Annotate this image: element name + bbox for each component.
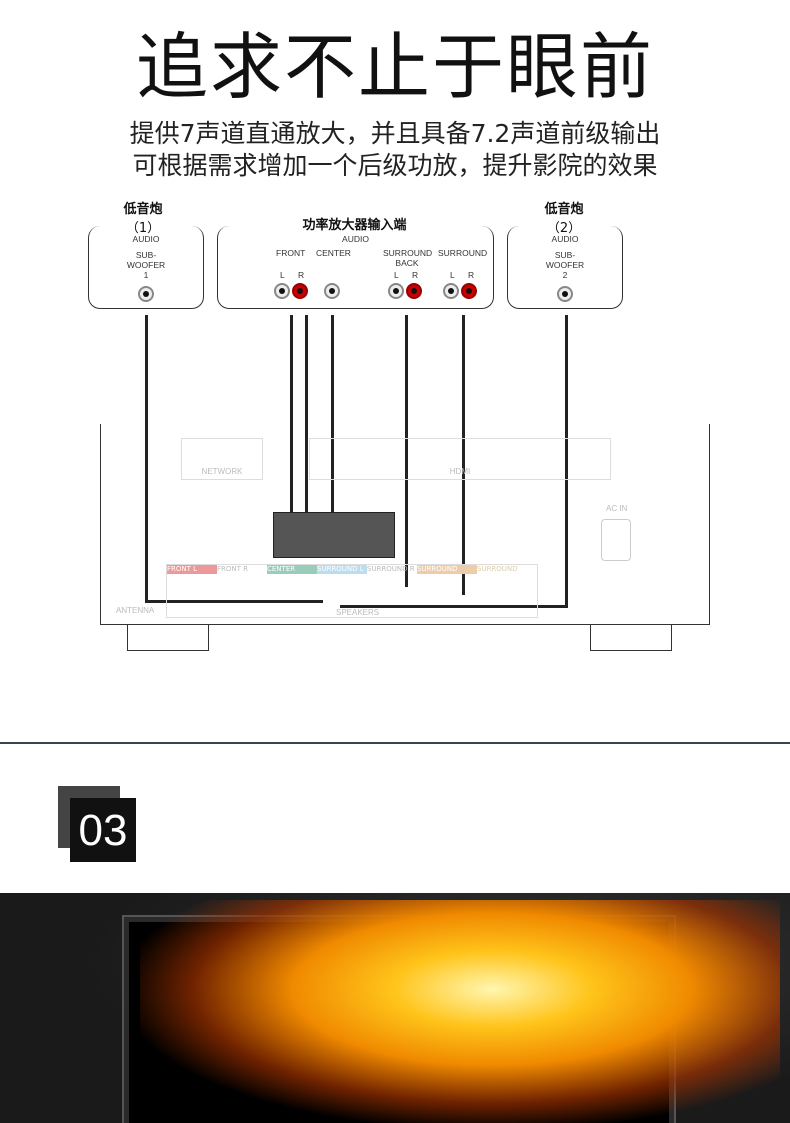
center-jack: [324, 283, 340, 299]
amp-heading: 功率放大器输入端: [302, 218, 407, 233]
hdmi-ports: HDMI: [309, 438, 611, 480]
subwoofer-1-heading: 低音炮: [123, 202, 163, 217]
cable-sub2: [565, 315, 568, 607]
subwoofer-2-heading: 低音炮: [544, 202, 584, 217]
sub-label: SUB-: [554, 250, 576, 260]
surround-r-terminal: SURROUND R: [367, 565, 415, 573]
surround-back-line1: SURROUND: [383, 248, 433, 258]
woofer-label: WOOFER: [545, 260, 585, 270]
l-label: L: [450, 270, 455, 280]
subtitle-line-1: 提供7声道直通放大，并且具备7.2声道前级输出: [129, 119, 661, 148]
network-label: NETWORK: [201, 467, 243, 476]
front-l-terminal: FRONT L: [167, 565, 217, 574]
s-r-jack: [461, 283, 477, 299]
audio-label: AUDIO: [551, 234, 579, 244]
r-label: R: [298, 270, 305, 280]
center-label: CENTER: [316, 248, 351, 258]
speakers-label: SPEAKERS: [336, 608, 380, 617]
l-label: L: [394, 270, 399, 280]
l-label: L: [280, 270, 285, 280]
r-label: R: [468, 270, 475, 280]
rca-jack: [557, 286, 573, 302]
cable-front-r: [305, 315, 308, 520]
section-number-badge: 03: [70, 798, 136, 862]
network-port: NETWORK: [181, 438, 263, 480]
sub-number: 2: [562, 270, 568, 280]
page-title: 追求不止于眼前: [135, 25, 654, 109]
speaker-terminals: FRONT L FRONT R CENTER SURROUND L SURROU…: [166, 564, 538, 618]
subwoofer-1-index: （1）: [125, 221, 161, 236]
cable-sub2-h: [340, 605, 568, 608]
hdmi-label: HDMI: [449, 467, 471, 476]
r-label: R: [412, 270, 419, 280]
cable-sub1-h: [145, 600, 323, 603]
woofer-label: WOOFER: [126, 260, 166, 270]
surround-back-line2: BACK: [395, 258, 419, 268]
subwoofer-1-panel: AUDIO SUB- WOOFER 1: [88, 226, 204, 309]
ac-inlet: [601, 519, 631, 561]
cable-sub1: [145, 315, 148, 602]
foot-left: [127, 624, 209, 651]
surround-l-terminal: SURROUND L: [317, 565, 367, 574]
subwoofer-2-block: 低音炮 （2）: [507, 198, 621, 236]
ac-in-label: AC IN: [606, 504, 628, 513]
cable-s: [462, 315, 465, 595]
sb-r-jack: [406, 283, 422, 299]
cable-front-l: [290, 315, 293, 530]
subwoofer-2-index: （2）: [546, 221, 582, 236]
cable-center: [331, 315, 334, 520]
front-label: FRONT: [276, 248, 306, 258]
subwoofer-1-block: 低音炮 （1）: [88, 198, 198, 236]
front-l-jack: [274, 283, 290, 299]
foot-right: [590, 624, 672, 651]
sub-number: 1: [143, 270, 149, 280]
sb-l-jack: [388, 283, 404, 299]
section-divider: [0, 742, 790, 744]
antenna-label: ANTENNA: [116, 606, 155, 615]
fire-explosion-image: [140, 900, 780, 1123]
sb-l-terminal: SURROUND BACK L: [417, 565, 477, 574]
pre-out-block: [273, 512, 395, 558]
sub-label: SUB-: [135, 250, 157, 260]
receiver-back-panel: NETWORK HDMI AC IN ANTENNA FRONT L FRONT…: [100, 424, 710, 625]
surround-label: SURROUND: [438, 248, 488, 258]
audio-label: AUDIO: [132, 234, 160, 244]
audio-label: AUDIO: [342, 234, 369, 244]
front-r-terminal: FRONT R: [217, 565, 249, 573]
front-r-jack: [292, 283, 308, 299]
sb-r-terminal: SURROUND BACK R: [477, 565, 518, 574]
rca-jack: [138, 286, 154, 302]
cable-sb: [405, 315, 408, 587]
center-terminal: CENTER: [267, 565, 317, 574]
s-l-jack: [443, 283, 459, 299]
subtitle-line-2: 可根据需求增加一个后级功放，提升影院的效果: [132, 151, 658, 180]
subwoofer-2-panel: AUDIO SUB- WOOFER 2: [507, 226, 623, 309]
